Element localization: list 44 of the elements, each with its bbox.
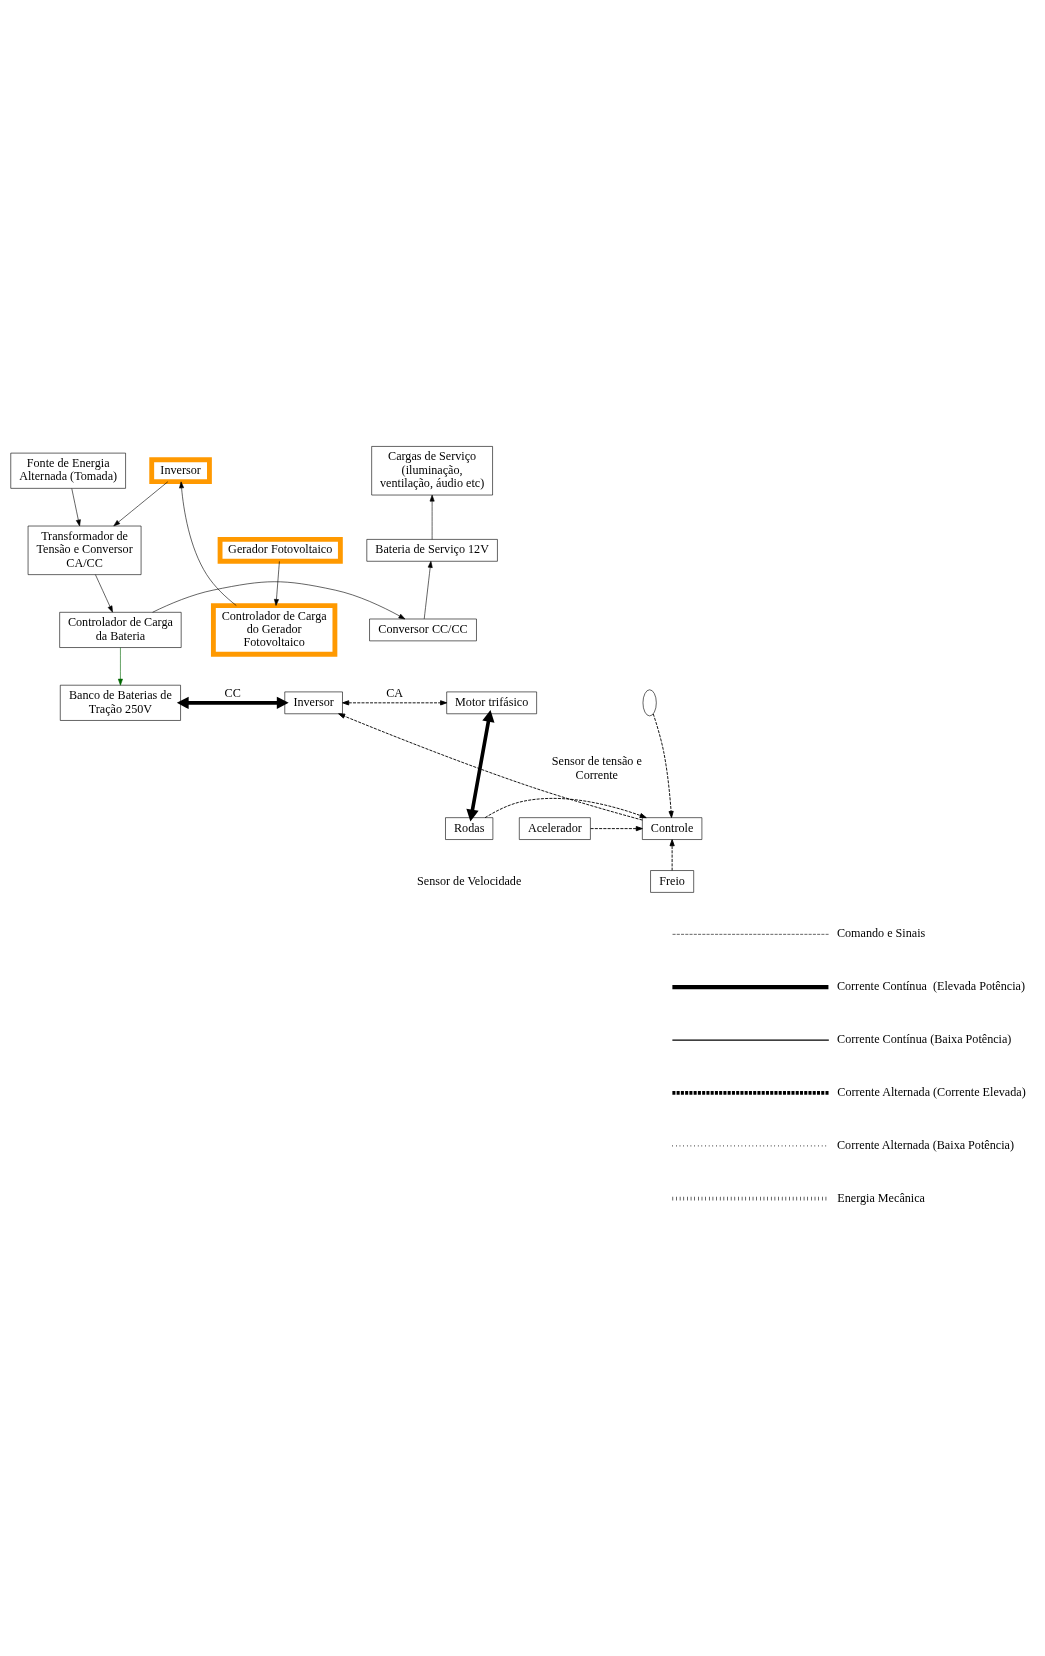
node-box: Freio <box>650 870 694 893</box>
arrow <box>669 839 675 871</box>
legend-label: Energia Mecânica <box>837 1190 926 1205</box>
legend-label: Corrente Contínua (Baixa Potência) <box>837 1032 1012 1047</box>
arrow <box>652 713 674 818</box>
node-box: Motor trifásico <box>446 691 537 715</box>
edge-label: CA <box>386 686 404 701</box>
node-box: Controlador de Carga do Gerador Fotovoltaico <box>210 603 338 657</box>
node-box: Inversor <box>284 691 343 715</box>
arrow <box>590 826 643 832</box>
node-box: Bateria de Serviço 12V <box>366 539 498 562</box>
node-box: Fonte de Energia Alternada (Tomada) <box>10 452 126 489</box>
arrow <box>152 581 406 620</box>
node-box: Conversor CC/CC <box>369 618 477 642</box>
arrow <box>118 647 123 686</box>
node-box: Cargas de Serviço (iluminação, ventilação, áudio etc) <box>371 446 493 496</box>
edge-label: CC <box>224 686 241 701</box>
legend-label: Corrente Alternada (Corrente Elevada) <box>837 1084 1026 1099</box>
arrow <box>113 481 169 527</box>
node-box: Banco de Baterias de Tração 250V <box>59 684 181 721</box>
arrow <box>466 710 495 822</box>
label: Sensor de tensão e Corrente <box>551 754 642 782</box>
arrow <box>179 481 237 606</box>
node-box: Controlador de Carga da Bateria <box>59 612 182 648</box>
legend-label: Corrente Contínua (Elevada Potência) <box>836 979 1026 994</box>
legend-label: Corrente Alternada (Baixa Potência) <box>837 1137 1014 1152</box>
arrow <box>176 696 289 710</box>
arrow <box>338 713 643 821</box>
arrow <box>342 700 448 706</box>
node-box: Acelerador <box>519 817 591 840</box>
node-box: Inversor <box>149 457 212 485</box>
arrow <box>484 797 647 819</box>
node-box: Controle <box>642 817 703 840</box>
node-box: Transformador de Tensão e Conversor CA/CC <box>27 525 142 575</box>
node-box: Gerador Fotovoltaico <box>217 536 343 564</box>
node-ellipse <box>642 689 657 717</box>
arrow <box>71 488 81 527</box>
arrow <box>274 561 280 606</box>
legend-label: Comando e Sinais <box>836 926 926 941</box>
arrow <box>423 561 433 620</box>
arrow <box>95 574 113 613</box>
arrow <box>429 494 435 540</box>
label: Sensor de Velocidade <box>417 873 522 888</box>
node-box: Rodas <box>445 817 494 840</box>
